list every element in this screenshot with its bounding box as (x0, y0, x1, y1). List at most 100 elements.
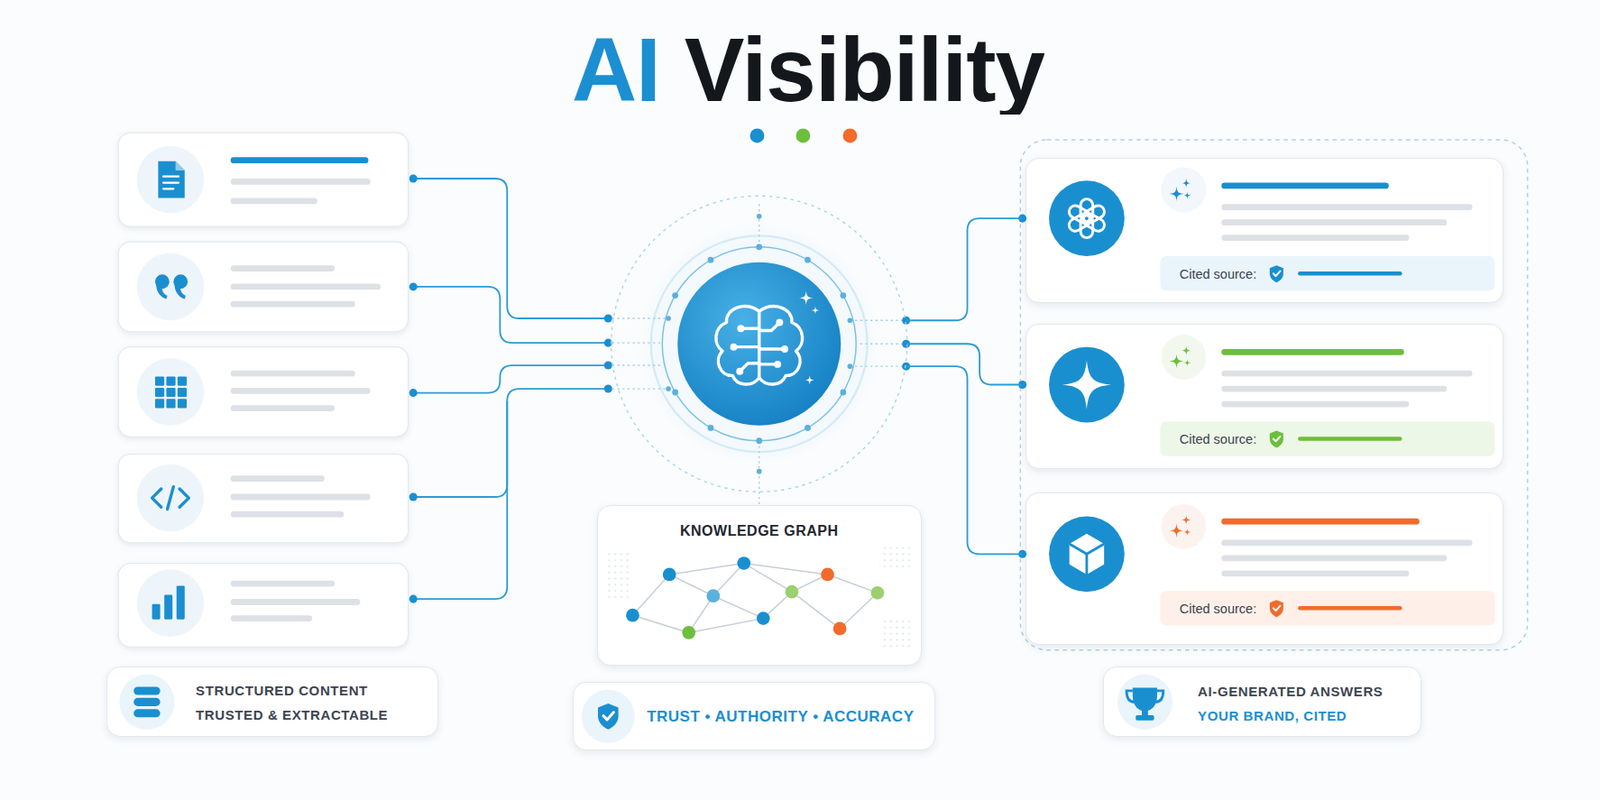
knowledge-graph-drawing (689, 618, 764, 634)
brain-hub (849, 365, 902, 367)
brain-hub (708, 424, 715, 432)
wire-dot (409, 388, 418, 397)
brain-hub (759, 324, 778, 332)
document-icon (163, 181, 179, 184)
table-icon (155, 387, 165, 397)
knowledge-graph-drawing (681, 625, 696, 640)
placeholder-line (233, 580, 332, 588)
pill-icon-backdrop (119, 674, 175, 730)
brain-hub (742, 363, 760, 370)
sparkle-badge (1169, 523, 1185, 538)
table-icon (155, 398, 165, 408)
source-card (118, 132, 408, 647)
placeholder-line (233, 178, 368, 185)
wire-dot (604, 361, 613, 370)
citation-bar (1159, 421, 1495, 456)
brain-hub (611, 195, 908, 492)
output-wire (906, 366, 1023, 554)
placeholder-line (233, 615, 310, 622)
table-icon (155, 376, 187, 408)
knowledge-graph-drawing (669, 574, 714, 597)
quote-icon (174, 284, 185, 300)
knowledge-graph-drawing (736, 556, 751, 571)
wire-dot (901, 340, 911, 349)
knowledge-graph-drawing (713, 563, 745, 597)
sparkle-badge (1183, 358, 1191, 367)
brain-hub (775, 319, 783, 327)
quote-icon (173, 274, 188, 289)
knowledge-graph-drawing (879, 618, 911, 650)
sparkle-badge (1169, 354, 1185, 369)
output-wire (906, 218, 1023, 554)
sparkle-badge (1181, 178, 1191, 188)
chart-icon (164, 595, 173, 620)
brain-hub (757, 311, 761, 378)
brain-hub (758, 441, 760, 506)
brain-hub (662, 247, 856, 442)
shield-icon (597, 703, 619, 730)
brain-hub (755, 243, 763, 250)
brain-hub (847, 317, 854, 323)
brain-hub (847, 363, 854, 369)
answers-group-outline (1020, 139, 1527, 651)
placeholder-line (233, 160, 378, 619)
knowledge-graph-drawing (689, 596, 714, 634)
cube-logo (1069, 533, 1104, 575)
placeholder-line (233, 284, 378, 291)
knowledge-graph-drawing (791, 574, 828, 592)
brain-hub (716, 306, 803, 385)
quote-icon (155, 274, 188, 299)
input-wire (413, 401, 507, 599)
knowledge-graph-drawing (871, 586, 885, 600)
star-logo (1062, 359, 1112, 409)
knowledge-graph-drawing (839, 592, 878, 629)
knowledge-graph-drawing (833, 622, 847, 636)
node-text: STRUCTURED CONTENT TRUSTED & EXTRACTABLE (195, 678, 413, 727)
brain-hub (736, 324, 745, 332)
citation-bar (1159, 256, 1495, 291)
wire-dot (1018, 214, 1027, 223)
knowledge-graph-drawing (713, 596, 764, 619)
answer-line (1224, 518, 1417, 525)
knowledge-graph-drawing (756, 611, 771, 626)
title-dots (750, 128, 858, 144)
knowledge-graph-drawing (744, 563, 792, 593)
code-icon (179, 488, 189, 507)
brain-hub (759, 362, 775, 366)
ai-logo-backdrop (1048, 515, 1125, 592)
brain-hub (634, 219, 884, 469)
database-icon (133, 686, 160, 718)
answer-line (1224, 570, 1407, 577)
brain-hub (759, 306, 803, 385)
brain-hub (839, 292, 846, 299)
knowledge-graph-drawing (662, 568, 677, 582)
brain-hub (799, 290, 814, 305)
brain-hub (773, 360, 782, 368)
placeholder-line (233, 387, 368, 395)
knowledge-graph-drawing (763, 591, 792, 618)
title-dots (750, 128, 765, 144)
answer-line (1224, 386, 1444, 393)
node-text: Cited source: (1179, 601, 1257, 617)
input-wire (413, 365, 608, 394)
brain-hub (708, 257, 715, 264)
citation-bar (1269, 599, 1284, 617)
citation-bar (1299, 271, 1400, 276)
icon-backdrop (137, 569, 205, 637)
brain-hub (665, 386, 672, 392)
wire-dot (409, 174, 418, 183)
answer-line (1224, 219, 1444, 226)
placeholder-line (233, 494, 368, 501)
knowledge-graph-box: KNOWLEDGE GRAPH (597, 505, 922, 666)
database-icon (133, 698, 160, 707)
brain-hub (665, 315, 672, 322)
answer-line (1224, 539, 1471, 546)
sparkle-badge (1169, 514, 1192, 538)
trophy-icon (1126, 688, 1164, 721)
placeholder-line (233, 475, 322, 482)
document-icon (163, 175, 179, 178)
brain-hub (781, 345, 789, 353)
summary-pill: AI-GENERATED ANSWERSYOUR BRAND, CITED (1103, 666, 1422, 737)
quote-icon (155, 274, 170, 289)
